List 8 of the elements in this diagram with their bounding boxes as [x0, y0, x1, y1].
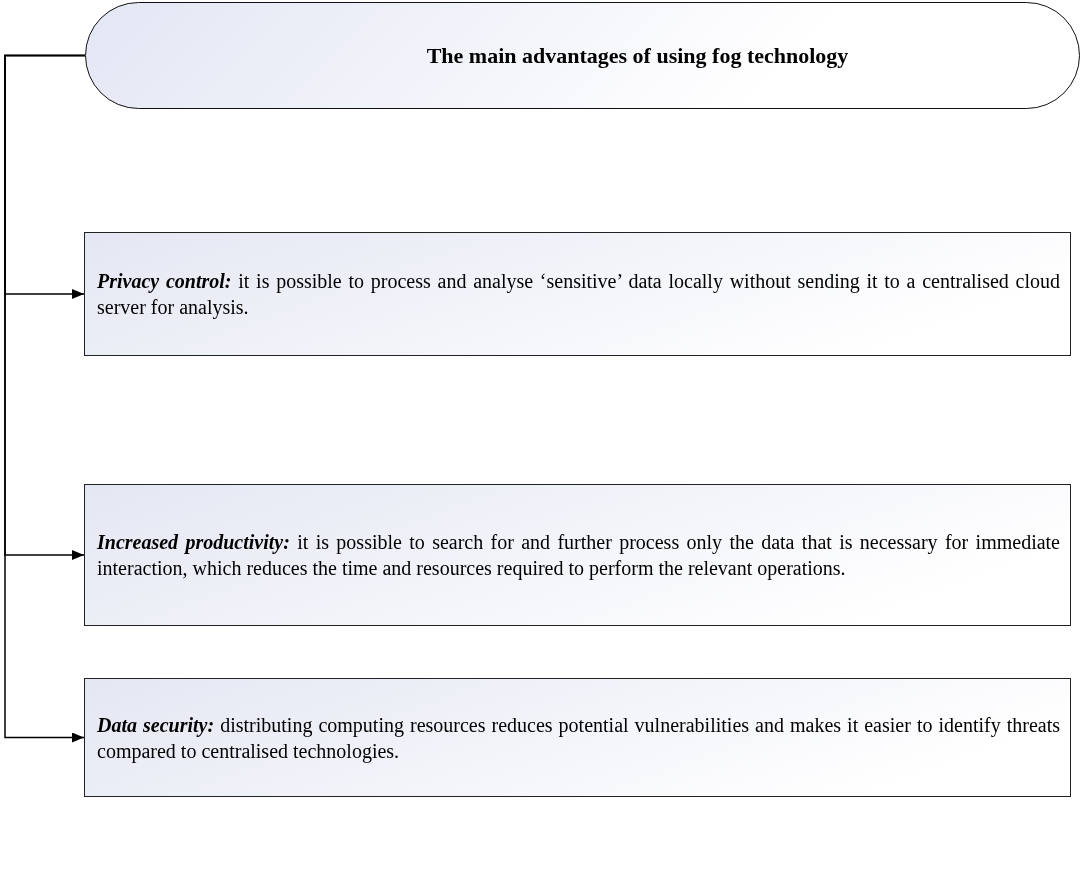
advantage-box — [84, 232, 1071, 356]
advantage-text: Increased productivity: it is possible to search for and further process only the data that is necessary for immediate interaction, which reduces the time and resources required to perform the relevant operations. — [97, 530, 1060, 581]
advantage-text: Data security: distributing computing resources reduces potential vulnerabilities and makes it easier to identify threats compared to centralised technologies. — [97, 712, 1060, 764]
connector-arrow — [4, 54, 86, 743]
advantage-box — [84, 678, 1071, 797]
advantage-text: Privacy control: it is possible to process and analyse ‘sensitive’ data locally without sending it to a centralised cloud server for analysis. — [97, 269, 1060, 320]
advantage-box — [84, 484, 1071, 626]
title-text: The main advantages of using fog technology — [426, 42, 849, 69]
